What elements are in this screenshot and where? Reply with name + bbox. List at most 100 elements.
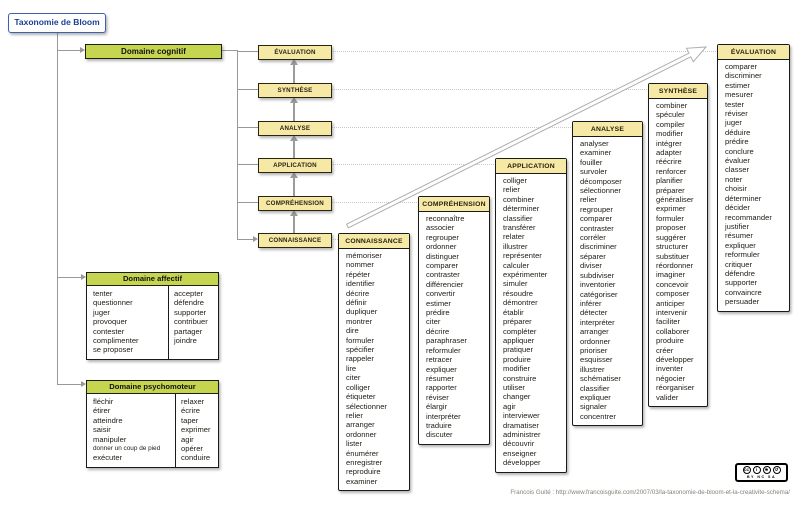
verb-item: adapter xyxy=(656,148,682,158)
verb-item: étirer xyxy=(93,406,111,416)
verb-item: collaborer xyxy=(656,326,690,336)
verb-item: illustrer xyxy=(580,364,605,374)
level-box-synthese: SYNTHÈSE xyxy=(258,83,332,98)
branch-analyse xyxy=(237,127,258,128)
verb-item: discuter xyxy=(426,430,453,440)
domain-affectif-header: Domaine affectif xyxy=(87,273,218,286)
verb-item: enregistrer xyxy=(346,457,383,467)
arrowhead-psychomoteur xyxy=(81,381,86,387)
verb-item: expliquer xyxy=(580,392,611,402)
verb-item: imaginer xyxy=(656,270,686,280)
verb-item: interpréter xyxy=(426,411,461,421)
verb-item: généraliser xyxy=(656,195,694,205)
verb-item: arranger xyxy=(346,420,375,430)
verb-item: modifier xyxy=(656,129,684,139)
verb-item: retracer xyxy=(426,355,453,365)
verb-item: établir xyxy=(503,307,524,317)
verb-item: prédire xyxy=(426,308,450,318)
connector-trunk xyxy=(57,31,58,385)
verb-item: relater xyxy=(503,232,525,242)
level-box-evaluation: ÉVALUATION xyxy=(258,45,332,60)
verb-item: modifier xyxy=(503,364,531,374)
verb-item: combiner xyxy=(503,194,535,204)
verb-item: interpréter xyxy=(580,317,615,327)
verb-item: résumer xyxy=(426,373,454,383)
attribution-text: Francois Guité : http://www.francoisguit… xyxy=(510,489,790,496)
verb-item: reconnaître xyxy=(426,214,465,223)
verb-item: pratiquer xyxy=(503,345,533,355)
verb-item: combiner xyxy=(656,101,688,110)
verb-item: faciliter xyxy=(656,317,681,327)
verb-item: spécifier xyxy=(346,345,375,355)
verb-item: survoler xyxy=(580,167,608,177)
verb-item: ordonner xyxy=(580,336,611,346)
up-arrow xyxy=(290,135,297,158)
verb-item: concevoir xyxy=(656,279,689,289)
verb-item: convertir xyxy=(426,289,456,299)
non-commercial-icon: $ xyxy=(762,466,771,475)
verb-item: formuler xyxy=(656,213,684,223)
verb-item: critiquer xyxy=(725,259,753,269)
verb-item: fouiller xyxy=(580,157,603,167)
verb-item: contester xyxy=(93,326,125,336)
verb-item: réviser xyxy=(426,392,449,402)
verb-item: exprimer xyxy=(181,425,211,435)
verb-item: contribuer xyxy=(174,317,208,327)
verb-item: décrire xyxy=(426,326,450,336)
verb-item: ordonner xyxy=(426,242,457,252)
verb-item: classer xyxy=(725,165,750,175)
connector-to-cognitif xyxy=(57,50,80,51)
verb-item: relier xyxy=(346,410,363,420)
verb-item: compiler xyxy=(656,119,685,129)
verb-item: examiner xyxy=(580,148,612,158)
verb-item: reproduire xyxy=(346,467,381,477)
verb-item: agir xyxy=(503,401,516,411)
verb-item: réviser xyxy=(725,109,748,119)
verb-item: contraster xyxy=(580,223,614,233)
verb-item: sélectionner xyxy=(580,186,621,196)
verb-item: agir xyxy=(181,434,194,444)
level-box-analyse: ANALYSE xyxy=(258,121,332,136)
verb-item: signaler xyxy=(580,402,607,412)
verb-item: recommander xyxy=(725,212,772,222)
verb-item: citer xyxy=(426,317,441,327)
verb-item: tenter xyxy=(93,289,113,298)
verb-item: diviser xyxy=(580,261,602,271)
verb-item: reformuler xyxy=(426,345,461,355)
verb-item: discriminer xyxy=(725,71,762,81)
verb-item: intervenir xyxy=(656,307,688,317)
verb-item: se proposer xyxy=(93,345,134,355)
verb-item: dupliquer xyxy=(346,307,378,317)
verb-item: préparer xyxy=(503,317,532,327)
verb-item: manipuler xyxy=(93,434,127,444)
dotted-guide-connaissance xyxy=(331,239,338,240)
up-arrow xyxy=(290,97,297,121)
verb-item: inventer xyxy=(656,364,684,374)
verb-item: calculer xyxy=(503,260,530,270)
verb-item: examiner xyxy=(346,476,378,486)
verb-item: justifier xyxy=(725,221,750,231)
verb-item: nommer xyxy=(346,260,374,270)
verb-item: exécuter xyxy=(93,453,123,463)
verb-item: illustrer xyxy=(503,241,528,251)
verb-item: juger xyxy=(725,118,742,128)
verb-item: prioriser xyxy=(580,345,608,355)
verb-item: formuler xyxy=(346,335,374,345)
verb-item: colliger xyxy=(346,382,371,392)
verb-item: montrer xyxy=(346,316,373,326)
verb-item: substituer xyxy=(656,251,689,261)
verb-item: différencier xyxy=(426,279,464,289)
verb-item: structurer xyxy=(656,242,689,252)
verb-item: tester xyxy=(725,99,744,109)
verb-item: subdiviser xyxy=(580,270,615,280)
verb-item: choisir xyxy=(725,184,747,194)
verb-item: arranger xyxy=(580,327,609,337)
verb-item: évaluer xyxy=(725,156,750,166)
verb-item: décrire xyxy=(346,288,370,298)
